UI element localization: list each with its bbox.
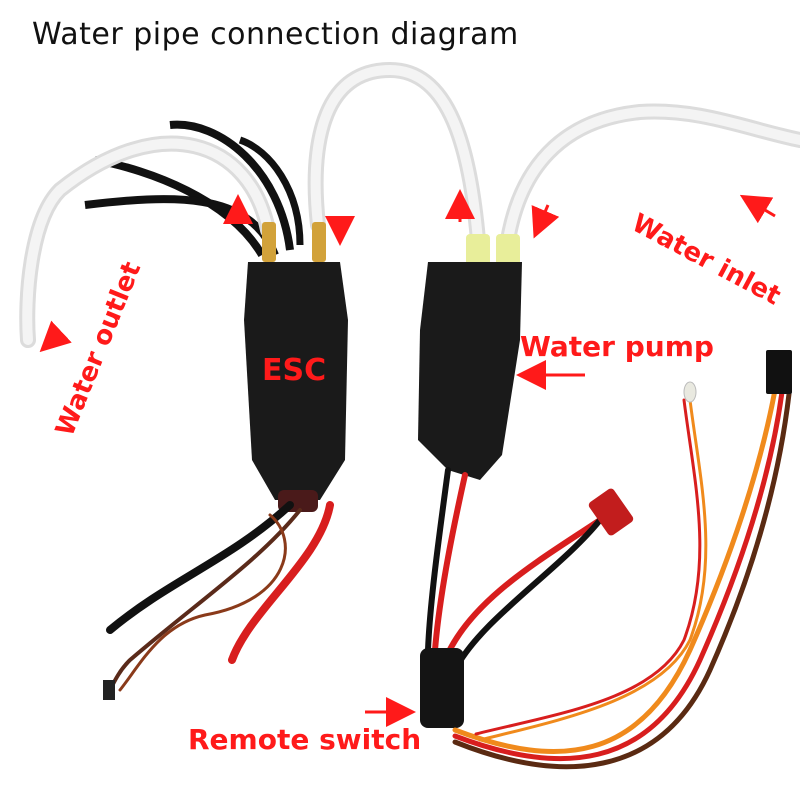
water-tubes (19, 61, 800, 348)
esc-lower-wires (106, 501, 334, 692)
brass-nozzle (262, 222, 276, 262)
esc-label: ESC (262, 353, 327, 388)
t-plug-connector (588, 488, 634, 536)
pump-connector (466, 234, 490, 268)
servo-lead (452, 387, 792, 770)
remote-switch-body (420, 648, 464, 728)
esc-body (244, 262, 348, 500)
pump-body (418, 262, 522, 480)
flow-arrows (39, 189, 776, 727)
pump-connector (496, 234, 520, 268)
diagram-title: Water pipe connection diagram (32, 17, 519, 52)
pump-wires (425, 467, 603, 673)
water-pump-label: Water pump (520, 330, 714, 363)
remote-switch-label: Remote switch (188, 723, 422, 756)
servo-plug (103, 680, 115, 700)
led-bulb (683, 381, 697, 403)
brass-nozzle (312, 222, 326, 262)
servo-connector (766, 350, 792, 394)
